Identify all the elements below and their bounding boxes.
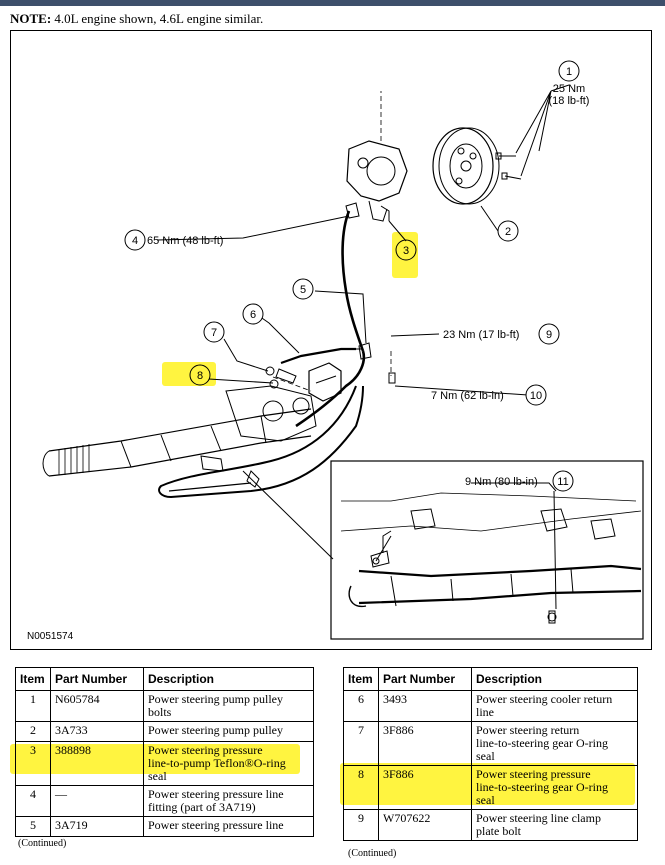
callout-num-2: 2: [505, 226, 511, 238]
table-row: 2 3A733 Power steering pump pulley: [15, 721, 314, 742]
part-cell: 388898: [50, 741, 144, 786]
table-header-row: Item Part Number Description: [343, 667, 638, 691]
part-cell: 3F886: [378, 765, 472, 810]
part-cell: 3F886: [378, 721, 472, 766]
exploded-diagram: 1 2 3 4 5 6 7 8 9 10 11 25 Nm (18 lb-ft)…: [10, 30, 652, 650]
callout-num-5: 5: [300, 284, 306, 296]
callout-num-11: 11: [557, 476, 568, 488]
desc-cell: Power steering pump pulley: [143, 721, 314, 742]
desc-cell: Power steering pressure line: [143, 816, 314, 837]
torque-4: 65 Nm (48 lb-ft): [147, 235, 223, 247]
col-part-number: Part Number: [50, 667, 144, 691]
figure-code: N0051574: [27, 631, 74, 642]
item-cell: 8: [343, 765, 379, 810]
part-cell: N605784: [50, 690, 144, 722]
callout-circle-2: [497, 220, 519, 242]
part-cell: 3493: [378, 690, 472, 722]
note-label: NOTE:: [10, 11, 52, 26]
note-line: NOTE: 4.0L engine shown, 4.6L engine sim…: [10, 11, 263, 27]
parts-table-left: Item Part Number Description 1 N605784 P…: [15, 667, 314, 837]
torque-1: 25 Nm: [553, 83, 585, 95]
callout-circle-8: [189, 364, 211, 386]
callout-num-10: 10: [530, 390, 542, 402]
part-cell: —: [50, 785, 144, 817]
callout-circle-10: [525, 384, 547, 406]
callout-circle-3: [395, 239, 417, 261]
table-row: 5 3A719 Power steering pressure line: [15, 816, 314, 837]
callout-circle-11: [552, 470, 574, 492]
continued-left: (Continued): [18, 838, 67, 849]
top-border: [0, 0, 665, 6]
torque-1-imperial: (18 lb-ft): [549, 95, 590, 107]
table-header-row: Item Part Number Description: [15, 667, 314, 691]
callout-circle-1: [558, 60, 580, 82]
col-description: Description: [471, 667, 638, 691]
item-cell: 7: [343, 721, 379, 766]
callout-num-3: 3: [403, 245, 409, 257]
part-cell: 3A733: [50, 721, 144, 742]
col-item: Item: [343, 667, 379, 691]
torque-10: 7 Nm (62 lb-in): [431, 390, 504, 402]
callout-circle-4: [124, 229, 146, 251]
item-cell: 2: [15, 721, 51, 742]
callout-circle-7: [203, 321, 225, 343]
col-item: Item: [15, 667, 51, 691]
callout-num-9: 9: [546, 329, 552, 341]
callout-circle-5: [292, 278, 314, 300]
callout-num-1: 1: [566, 66, 572, 78]
item-cell: 3: [15, 741, 51, 786]
note-text: 4.0L engine shown, 4.6L engine similar.: [51, 11, 264, 26]
col-part-number: Part Number: [378, 667, 472, 691]
torque-9: 23 Nm (17 lb-ft): [443, 329, 519, 341]
continued-right: (Continued): [348, 848, 397, 859]
item-cell: 5: [15, 816, 51, 837]
callout-num-8: 8: [197, 370, 203, 382]
parts-table-right: Item Part Number Description 6 3493 Powe…: [343, 667, 638, 841]
col-description: Description: [143, 667, 314, 691]
item-cell: 9: [343, 809, 379, 841]
callout-num-4: 4: [132, 235, 138, 247]
torque-11: 9 Nm (80 lb-in): [465, 476, 538, 488]
callout-num-7: 7: [211, 327, 217, 339]
part-cell: W707622: [378, 809, 472, 841]
part-cell: 3A719: [50, 816, 144, 837]
diagram-svg: 1 2 3 4 5 6 7 8 9 10 11 25 Nm (18 lb-ft)…: [27, 60, 644, 642]
item-cell: 1: [15, 690, 51, 722]
callout-num-6: 6: [250, 309, 256, 321]
callout-circle-9: [538, 323, 560, 345]
callout-circle-6: [242, 303, 264, 325]
item-cell: 6: [343, 690, 379, 722]
item-cell: 4: [15, 785, 51, 817]
